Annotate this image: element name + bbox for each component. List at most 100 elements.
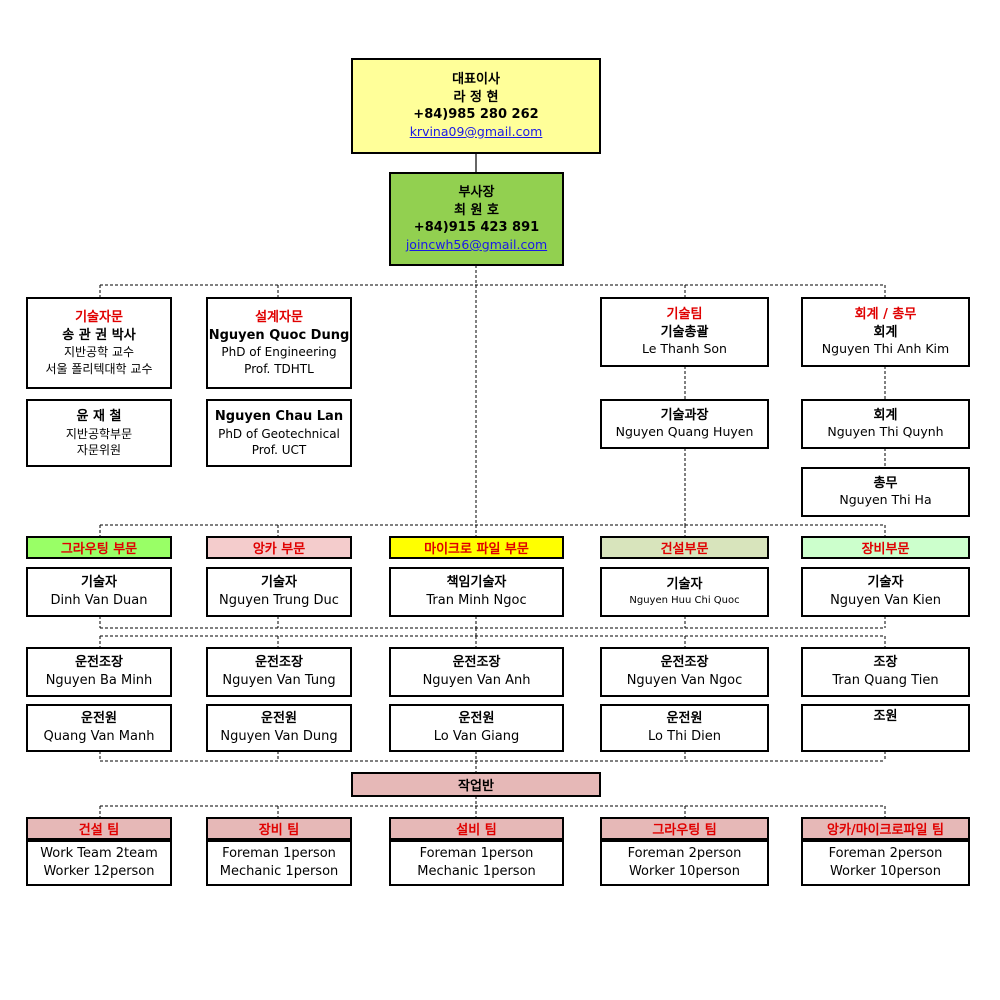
design-advisory-p2-name: Nguyen Chau Lan bbox=[214, 409, 344, 425]
foreman-grouting: 운전조장 Nguyen Ba Minh bbox=[26, 647, 172, 697]
operator-title: 조원 bbox=[873, 709, 898, 724]
tech-advisory-p1-name: 송 관 권 박사 bbox=[62, 327, 136, 343]
operator-title: 운전원 bbox=[261, 710, 297, 726]
operator-title: 운전원 bbox=[458, 710, 495, 726]
lead-name: Nguyen Huu Chi Quoc bbox=[629, 595, 740, 607]
tech-advisory-box: 기술자문 송 관 권 박사 지반공학 교수 서울 폴리텍대학 교수 bbox=[26, 297, 172, 389]
tech-team-box: 기술팀 기술총괄 Le Thanh Son bbox=[600, 297, 769, 367]
operator-anchor: 운전원 Nguyen Van Dung bbox=[206, 704, 352, 752]
division-header-construction: 건설부문 bbox=[600, 536, 769, 559]
lead-title: 책임기술자 bbox=[446, 574, 507, 590]
team-header-equipment: 장비 팀 bbox=[206, 817, 352, 840]
operator-micropile: 운전원 Lo Van Giang bbox=[389, 704, 564, 752]
accounting-p3-box: 총무 Nguyen Thi Ha bbox=[801, 467, 970, 517]
tech-advisory-p1-line1: 지반공학 교수 bbox=[63, 345, 135, 360]
division-header-anchor: 앙카 부문 bbox=[206, 536, 352, 559]
foreman-name: Nguyen Van Tung bbox=[222, 673, 336, 688]
division-name: 건설부문 bbox=[660, 542, 709, 557]
ceo-phone: +84)985 280 262 bbox=[413, 107, 539, 123]
team-name: 장비 팀 bbox=[258, 823, 300, 838]
design-advisory-p1-name: Nguyen Quoc Dung bbox=[208, 327, 350, 343]
team-header-construction: 건설 팀 bbox=[26, 817, 172, 840]
team-line1: Foreman 2person bbox=[828, 845, 943, 861]
operator-name: Lo Thi Dien bbox=[648, 729, 721, 744]
accounting-p2-box: 회계 Nguyen Thi Quynh bbox=[801, 399, 970, 449]
team-line1: Work Team 2team bbox=[40, 845, 158, 861]
division-name: 그라우팅 부문 bbox=[60, 542, 138, 557]
team-line2: Worker 10person bbox=[628, 864, 741, 879]
tech-advisory-p2-line2: 자문위원 bbox=[76, 442, 122, 457]
ceo-email-link[interactable]: krvina09@gmail.com bbox=[409, 123, 543, 139]
operator-name: Nguyen Van Dung bbox=[220, 729, 338, 744]
accounting-p2-name: Nguyen Thi Quynh bbox=[827, 424, 944, 440]
ceo-title: 대표이사 bbox=[452, 72, 500, 88]
tech-advisory-p2-box: 윤 재 철 지반공학부문 자문위원 bbox=[26, 399, 172, 467]
tech-team-p1-title: 기술총괄 bbox=[660, 324, 709, 340]
division-header-equipment: 장비부문 bbox=[801, 536, 970, 559]
operator-equipment: 조원 bbox=[801, 704, 970, 752]
foreman-name: Nguyen Van Anh bbox=[422, 673, 531, 688]
division-header-grouting: 그라우팅 부문 bbox=[26, 536, 172, 559]
division-header-micropile: 마이크로 파일 부문 bbox=[389, 536, 564, 559]
vp-name: 최 원 호 bbox=[454, 202, 499, 218]
vp-box: 부사장 최 원 호 +84)915 423 891 joincwh56@gmai… bbox=[389, 172, 564, 266]
team-header-facility: 설비 팀 bbox=[389, 817, 564, 840]
accounting-p1-title: 회계 bbox=[873, 324, 898, 340]
accounting-p2-title: 회계 bbox=[873, 407, 898, 423]
lead-name: Nguyen Trung Duc bbox=[219, 593, 339, 608]
team-detail-grouting: Foreman 2person Worker 10person bbox=[600, 840, 769, 886]
design-advisory-header: 설계자문 bbox=[255, 310, 303, 326]
operator-title: 운전원 bbox=[81, 710, 117, 726]
lead-title: 기술자 bbox=[867, 574, 904, 590]
foreman-construction: 운전조장 Nguyen Van Ngoc bbox=[600, 647, 769, 697]
team-name: 건설 팀 bbox=[78, 823, 120, 838]
foreman-title: 운전조장 bbox=[75, 654, 123, 670]
foreman-title: 조장 bbox=[873, 654, 898, 670]
lead-title: 기술자 bbox=[81, 574, 117, 590]
team-name: 그라우팅 팀 bbox=[652, 823, 717, 838]
design-advisory-box: 설계자문 Nguyen Quoc Dung PhD of Engineering… bbox=[206, 297, 352, 389]
team-header-grouting: 그라우팅 팀 bbox=[600, 817, 769, 840]
tech-advisory-p2-name: 윤 재 철 bbox=[76, 409, 122, 425]
team-line2: Mechanic 1person bbox=[417, 864, 536, 879]
team-line1: Foreman 1person bbox=[419, 845, 534, 861]
team-name: 설비 팀 bbox=[456, 823, 497, 838]
team-detail-construction: Work Team 2team Worker 12person bbox=[26, 840, 172, 886]
tech-team-p2-title: 기술과장 bbox=[660, 407, 709, 423]
vp-title: 부사장 bbox=[458, 185, 495, 201]
tech-team-header: 기술팀 bbox=[666, 307, 703, 323]
lead-title: 기술자 bbox=[261, 574, 297, 590]
tech-advisory-p2-line1: 지반공학부문 bbox=[65, 426, 133, 441]
division-name: 장비부문 bbox=[861, 542, 910, 557]
team-header-anchor-micropile: 앙카/마이크로파일 팀 bbox=[801, 817, 970, 840]
foreman-name: Nguyen Van Ngoc bbox=[626, 673, 743, 688]
design-advisory-p2-line1: PhD of Geotechnical bbox=[218, 426, 340, 441]
accounting-header: 회계 / 총무 bbox=[854, 307, 917, 323]
tech-advisory-header: 기술자문 bbox=[75, 310, 123, 326]
foreman-equipment: 조장 Tran Quang Tien bbox=[801, 647, 970, 697]
division-lead-equipment: 기술자 Nguyen Van Kien bbox=[801, 567, 970, 617]
work-group-box: 작업반 bbox=[351, 772, 601, 797]
division-lead-anchor: 기술자 Nguyen Trung Duc bbox=[206, 567, 352, 617]
accounting-p3-name: Nguyen Thi Ha bbox=[839, 492, 932, 508]
division-name: 앙카 부문 bbox=[252, 542, 306, 557]
design-advisory-p1-line2: Prof. TDHTL bbox=[244, 361, 314, 376]
division-name: 마이크로 파일 부문 bbox=[424, 542, 529, 557]
accounting-box: 회계 / 총무 회계 Nguyen Thi Anh Kim bbox=[801, 297, 970, 367]
operator-name: Lo Van Giang bbox=[433, 729, 520, 744]
team-name: 앙카/마이크로파일 팀 bbox=[827, 823, 944, 838]
vp-phone: +84)915 423 891 bbox=[413, 220, 540, 236]
ceo-box: 대표이사 라 정 현 +84)985 280 262 krvina09@gmai… bbox=[351, 58, 601, 154]
tech-team-p2-box: 기술과장 Nguyen Quang Huyen bbox=[600, 399, 769, 449]
operator-grouting: 운전원 Quang Van Manh bbox=[26, 704, 172, 752]
lead-name: Nguyen Van Kien bbox=[830, 593, 941, 608]
vp-email-link[interactable]: joincwh56@gmail.com bbox=[405, 236, 548, 252]
accounting-p1-name: Nguyen Thi Anh Kim bbox=[821, 341, 950, 357]
ceo-name: 라 정 현 bbox=[453, 89, 499, 105]
operator-name: Quang Van Manh bbox=[43, 729, 155, 744]
foreman-name: Nguyen Ba Minh bbox=[45, 673, 153, 688]
team-line1: Foreman 1person bbox=[222, 845, 336, 861]
tech-team-p2-name: Nguyen Quang Huyen bbox=[615, 424, 754, 440]
tech-team-p1-name: Le Thanh Son bbox=[642, 341, 727, 357]
